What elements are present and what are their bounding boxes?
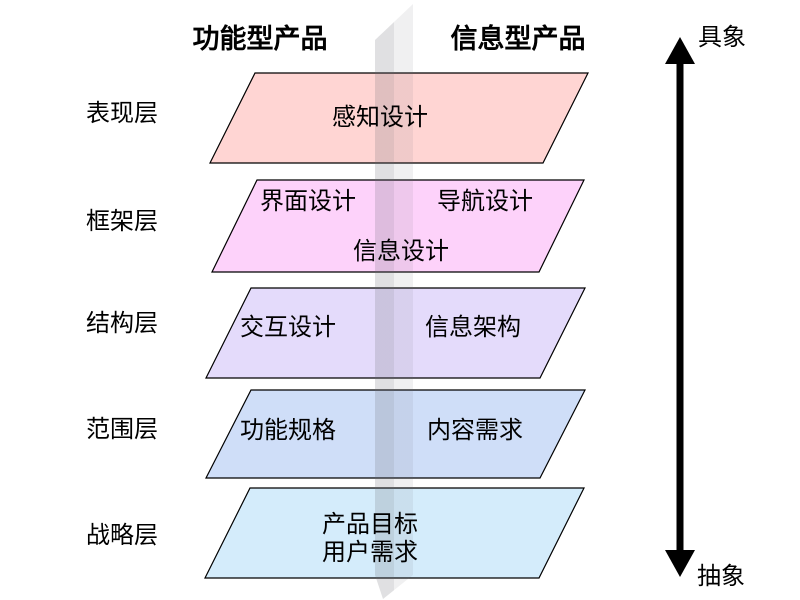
axis-arrowhead-down-icon bbox=[665, 550, 695, 577]
item-interface-design: 界面设计 bbox=[260, 187, 356, 215]
layer-label-skeleton: 框架层 bbox=[86, 207, 158, 235]
layer-label-strategy: 战略层 bbox=[86, 521, 158, 549]
layer-label-scope: 范围层 bbox=[86, 415, 158, 443]
item-information-design: 信息设计 bbox=[353, 237, 449, 265]
item-interaction-design: 交互设计 bbox=[240, 313, 336, 341]
axis-label-abstract: 抽象 bbox=[697, 562, 745, 590]
axis-label-concrete: 具象 bbox=[698, 23, 746, 51]
item-content-requirements: 内容需求 bbox=[427, 416, 523, 444]
strategy-items-group: 产品目标 用户需求 bbox=[195, 510, 545, 567]
item-functional-specs: 功能规格 bbox=[240, 416, 336, 444]
item-navigation-design: 导航设计 bbox=[437, 187, 533, 215]
layer-label-structure: 结构层 bbox=[86, 309, 158, 337]
divider-ribbon bbox=[375, 4, 413, 599]
item-sensory-design: 感知设计 bbox=[332, 103, 428, 131]
axis-arrowhead-up-icon bbox=[665, 37, 695, 64]
header-functional-products: 功能型产品 bbox=[192, 24, 328, 55]
layer-label-surface: 表现层 bbox=[86, 99, 158, 127]
item-information-architecture: 信息架构 bbox=[425, 313, 521, 341]
header-informational-products: 信息型产品 bbox=[450, 24, 586, 55]
item-product-objectives: 产品目标 bbox=[322, 510, 418, 538]
item-user-needs: 用户需求 bbox=[322, 538, 418, 566]
